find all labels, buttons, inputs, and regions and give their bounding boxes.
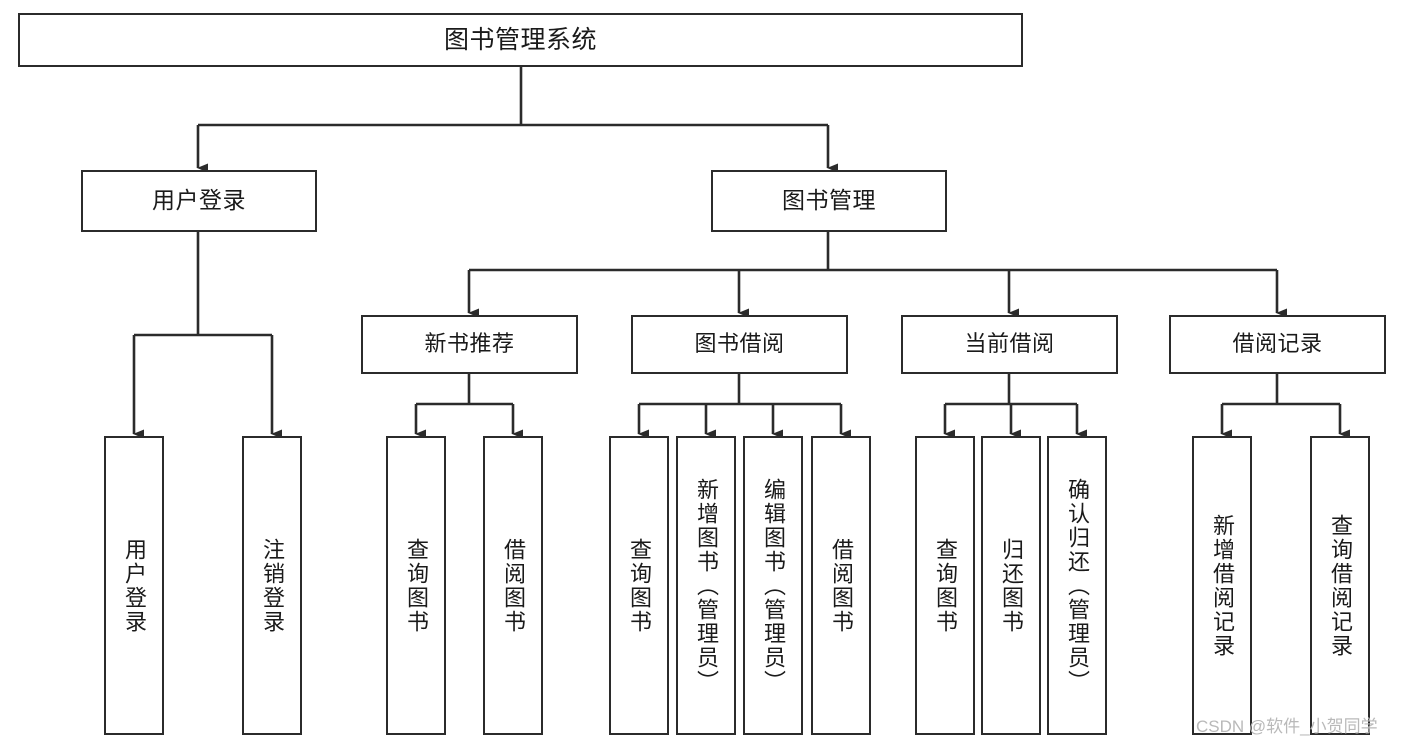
leaf-book-borrow-add-admin[interactable]: 新增图书（管理员） <box>676 436 736 735</box>
leaf-current-borrow-confirm-admin[interactable]: 确认归还（管理员） <box>1047 436 1107 735</box>
leaf-borrow-record-add[interactable]: 新增借阅记录 <box>1192 436 1252 735</box>
node-new-book-recommend[interactable]: 新书推荐 <box>361 315 578 374</box>
node-current-borrow[interactable]: 当前借阅 <box>901 315 1118 374</box>
leaf-user-login-logout[interactable]: 注销登录 <box>242 436 302 735</box>
node-label: 图书管理系统 <box>443 26 597 54</box>
node-label: 借阅图书 <box>501 537 526 634</box>
leaf-book-borrow-query[interactable]: 查询图书 <box>609 436 669 735</box>
node-label: 用户登录 <box>122 537 147 634</box>
node-book-management[interactable]: 图书管理 <box>711 170 947 232</box>
node-label: 图书借阅 <box>694 331 785 357</box>
node-borrow-record[interactable]: 借阅记录 <box>1169 315 1386 374</box>
node-label: 借阅图书 <box>829 537 854 634</box>
leaf-user-login-login[interactable]: 用户登录 <box>104 436 164 735</box>
leaf-new-book-query[interactable]: 查询图书 <box>386 436 446 735</box>
leaf-book-borrow-borrow[interactable]: 借阅图书 <box>811 436 871 735</box>
leaf-current-borrow-query[interactable]: 查询图书 <box>915 436 975 735</box>
node-label: 查询借阅记录 <box>1328 513 1353 658</box>
node-label: 用户登录 <box>152 187 246 214</box>
node-label: 新增借阅记录 <box>1210 513 1235 658</box>
node-user-login[interactable]: 用户登录 <box>81 170 317 232</box>
leaf-new-book-borrow[interactable]: 借阅图书 <box>483 436 543 735</box>
node-label: 图书管理 <box>782 187 876 214</box>
leaf-borrow-record-query[interactable]: 查询借阅记录 <box>1310 436 1370 735</box>
node-label: 新增图书（管理员） <box>694 477 719 694</box>
node-label: 当前借阅 <box>964 331 1055 357</box>
node-label: 编辑图书（管理员） <box>761 477 786 694</box>
node-label: 归还图书 <box>999 537 1024 634</box>
node-label: 新书推荐 <box>424 331 515 357</box>
node-root-book-management-system[interactable]: 图书管理系统 <box>18 13 1023 67</box>
node-label: 查询图书 <box>404 537 429 634</box>
node-label: 注销登录 <box>260 537 285 634</box>
node-label: 查询图书 <box>933 537 958 634</box>
node-label: 确认归还（管理员） <box>1065 477 1090 694</box>
leaf-current-borrow-return[interactable]: 归还图书 <box>981 436 1041 735</box>
node-label: 借阅记录 <box>1232 331 1323 357</box>
leaf-book-borrow-edit-admin[interactable]: 编辑图书（管理员） <box>743 436 803 735</box>
node-book-borrow[interactable]: 图书借阅 <box>631 315 848 374</box>
node-label: 查询图书 <box>627 537 652 634</box>
